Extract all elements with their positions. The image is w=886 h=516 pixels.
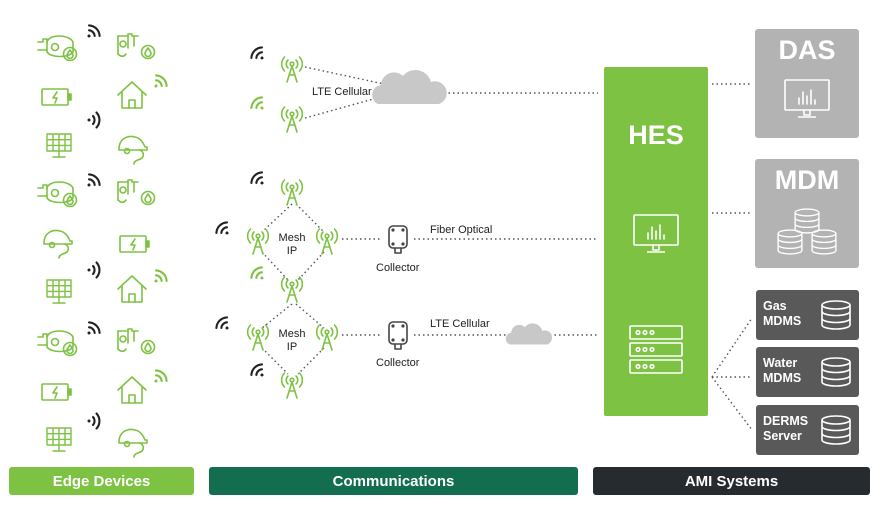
signal-icon [248,361,270,383]
cell-tower-icon [280,56,304,83]
battery-icon [119,235,150,253]
signal-icon [148,267,170,289]
fiber-optical-label: Fiber Optical [430,224,493,236]
cloud-icon [505,323,552,345]
cell-tower-icon [280,276,304,303]
ami-systems-banner: AMI Systems [593,467,870,495]
mesh-ip-label: Mesh IP [278,328,306,353]
link-lines [261,66,753,431]
signal-icon [81,319,103,341]
monitor-chart-icon [633,214,679,253]
lte-cellular-label: LTE Cellular [312,86,372,98]
database-icon [777,208,837,255]
signal-icon [148,367,170,389]
water-meter-icon [117,179,156,206]
ev-charger-icon [118,135,148,165]
hes-panel: HES [604,67,708,416]
water-meter-icon [117,33,156,60]
monitor-chart-icon [784,79,830,118]
cell-tower-icon [246,228,270,255]
edge-devices-banner: Edge Devices [9,467,194,495]
signal-icon [248,44,270,66]
database-icon [821,300,851,330]
gas-mdms-box: Gas MDMS [756,290,859,340]
house-icon [117,81,147,109]
gas-mdms-label: Gas MDMS [763,299,802,328]
database-icon [821,357,851,387]
house-icon [117,275,147,303]
signal-icon [248,169,270,191]
solar-panel-icon [46,279,72,304]
water-mdms-box: Water MDMS [756,347,859,397]
mdm-box: MDM [755,159,859,268]
battery-icon [41,383,72,401]
battery-icon [41,88,72,106]
solar-panel-icon [46,427,72,452]
cloud-icon [372,69,447,104]
mesh-ip-label: Mesh IP [278,232,306,257]
server-rack-icon [629,325,683,374]
derms-server-box: DERMS Server [756,405,859,455]
collector-label: Collector [376,262,420,274]
cell-tower-icon [315,228,339,255]
gas-meter-icon [37,181,78,208]
signal-icon [213,314,235,336]
house-icon [117,376,147,404]
collector-icon [388,321,408,350]
cell-tower-icon [280,372,304,399]
signal-icon [81,22,103,44]
water-meter-icon [117,328,156,355]
gas-meter-icon [37,35,78,62]
signal-icon [213,219,235,241]
signal-icon [248,264,270,286]
hes-title: HES [628,120,684,150]
database-icon [821,415,851,445]
cell-tower-icon [280,179,304,206]
signal-icon [86,261,101,279]
collector-icon [388,225,408,254]
signal-icon [86,111,101,129]
signal-icon [81,171,103,193]
mdm-title: MDM [774,165,840,195]
gas-meter-icon [37,330,78,357]
signal-icon [86,412,101,430]
signal-icon [148,72,170,94]
signal-icon [248,94,270,116]
collector-label: Collector [376,357,420,369]
ev-charger-icon [118,428,148,458]
edge-devices-group [37,22,170,458]
cell-tower-icon [315,324,339,351]
das-box: DAS [755,29,859,138]
cell-tower-icon [280,106,304,133]
cell-tower-icon [246,324,270,351]
lte-cellular-label: LTE Cellular [430,318,490,330]
water-mdms-label: Water MDMS [763,356,802,385]
communications-banner: Communications [209,467,578,495]
das-title: DAS [778,35,836,65]
ev-charger-icon [43,229,73,259]
solar-panel-icon [46,133,72,158]
derms-server-label: DERMS Server [763,414,809,443]
